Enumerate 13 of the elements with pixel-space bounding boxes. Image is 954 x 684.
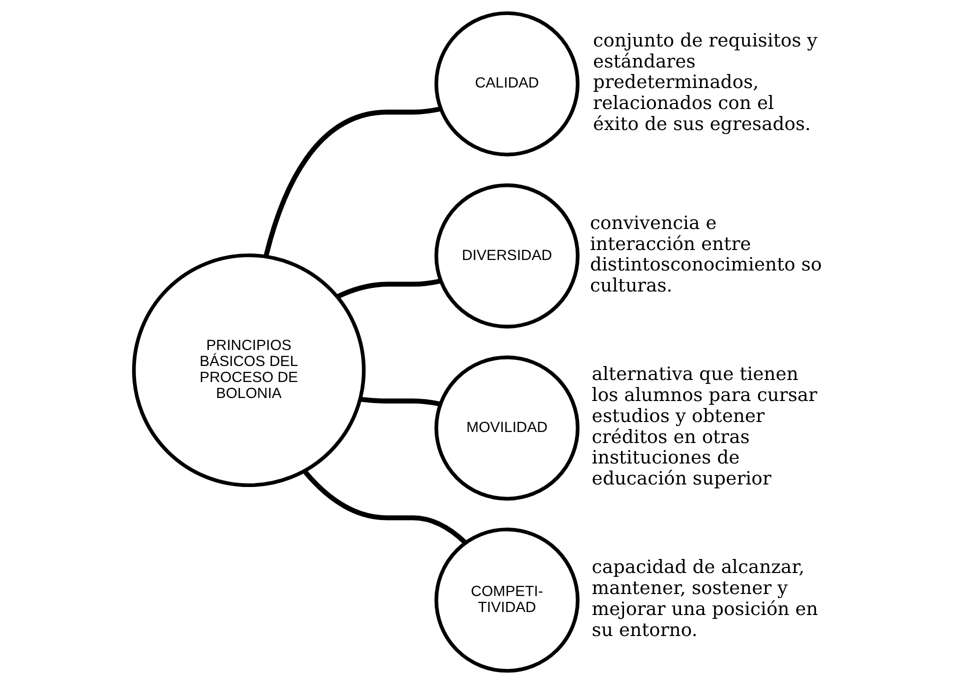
node-circle: PRINCIPIOS BÁSICOS DEL PROCESO DE BOLONIA — [132, 254, 366, 488]
node-circle: MOVILIDAD — [434, 356, 580, 501]
connector — [360, 396, 440, 406]
node-label: convivencia e interacción entre distintosconocimiento so culturas. — [589, 212, 822, 297]
node-circle: COMPETI- TIVIDAD — [434, 528, 580, 673]
connector — [302, 470, 466, 544]
node-label: alternativa que tienen los alumnos para cursar estudios y obtener créditos en otras instituciones de educación superior — [591, 364, 817, 490]
node-circle: DIVERSIDAD — [434, 183, 580, 328]
node-label: capacidad de alcanzar, mantener, sostener y mejorar una posición en su entorno. — [591, 557, 818, 641]
node-label: conjunto de requisitos y estándares predeterminados, relacionados con el éxito de sus egresados. — [592, 30, 817, 135]
node-circle: CALIDAD — [434, 11, 580, 156]
connector — [263, 106, 441, 257]
connector — [336, 278, 441, 299]
